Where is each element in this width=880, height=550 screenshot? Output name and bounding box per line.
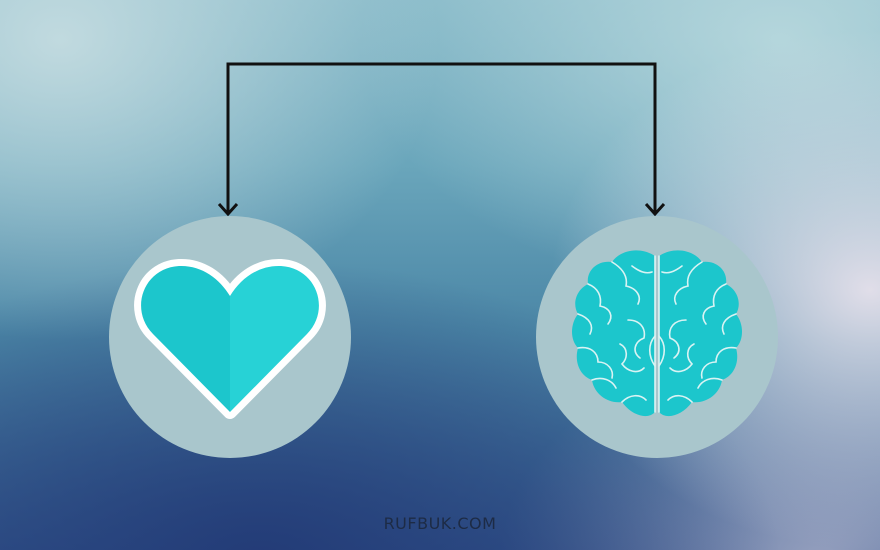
- brain-icon: [572, 250, 742, 417]
- heart-circle: [109, 216, 351, 458]
- connector-line: [226, 62, 657, 213]
- arrowhead-left: [217, 202, 239, 217]
- watermark-text: RUFBUK.COM: [383, 514, 497, 533]
- arrowhead-right: [644, 202, 666, 217]
- brain-circle: [536, 216, 778, 458]
- heart-icon: [134, 258, 326, 419]
